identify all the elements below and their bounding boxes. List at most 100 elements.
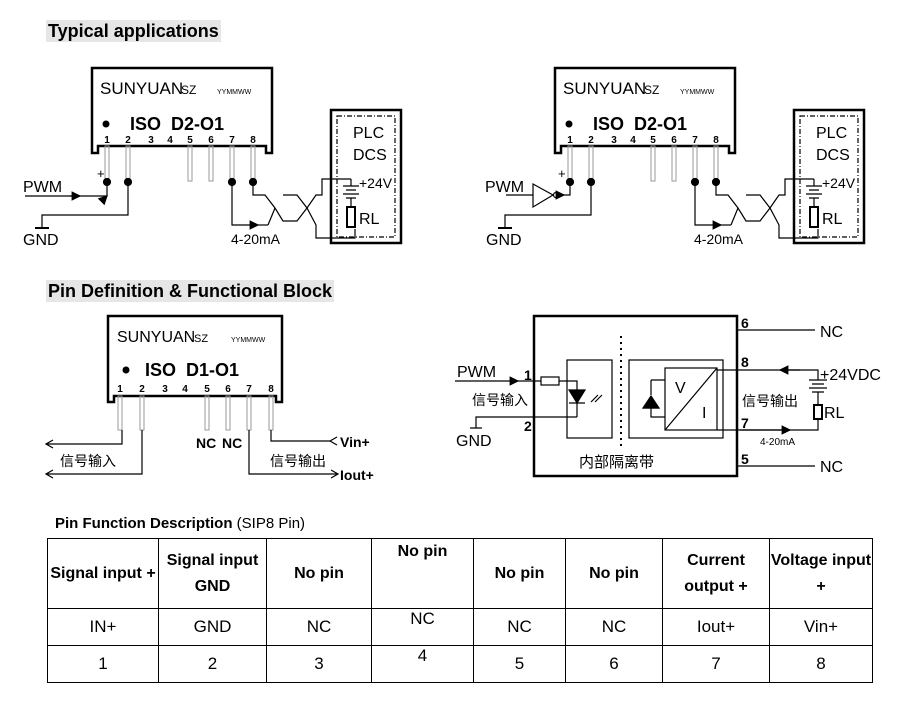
header-cell: No pin: [565, 538, 663, 609]
nc-label: NC: [820, 324, 843, 341]
pin-number: 6: [225, 384, 231, 395]
date-code: YYMMWW: [217, 89, 252, 96]
gnd-label: GND: [23, 232, 59, 249]
pin-number: 3: [148, 135, 154, 146]
pwm-label: PWM: [485, 179, 524, 196]
current-label: 4-20mA: [694, 231, 744, 247]
pin-number: 5: [650, 135, 656, 146]
pin-function-table: Signal input + Signal input GND No pin N…: [47, 538, 873, 683]
pin-number: 8: [268, 384, 274, 395]
pwm-label: PWM: [457, 364, 496, 381]
pin-number: 5: [187, 135, 193, 146]
v24-label: +24V: [822, 175, 856, 191]
iout-label: Iout+: [340, 467, 374, 483]
rl-label: RL: [824, 405, 845, 422]
plus-label: +: [97, 166, 105, 181]
table-caption: Pin Function Description (SIP8 Pin): [55, 515, 305, 532]
pin-number: 1: [104, 135, 110, 146]
brand-suffix: SZ: [644, 83, 659, 97]
pin-number: 2: [125, 135, 131, 146]
pin-definition-diagram: [44, 314, 340, 479]
pin-number: 2: [139, 384, 145, 395]
v-label: V: [675, 380, 686, 397]
current-label: 4-20mA: [231, 231, 281, 247]
pin-number: 4: [167, 135, 173, 146]
pin-number: 7: [692, 135, 698, 146]
table-cell: NC: [266, 608, 372, 646]
nc-label: NC: [196, 435, 216, 451]
pin-number: 7: [246, 384, 252, 395]
header-cell: Current output +: [662, 538, 770, 609]
table-cell: 1: [47, 645, 159, 683]
pin-number: 1: [524, 367, 532, 383]
model-label: ISO D2-O1: [593, 114, 687, 134]
nc-label: NC: [222, 435, 242, 451]
table-row-pin: 1 2 3 4 5 6 7 8: [47, 645, 873, 683]
pin-number: 2: [588, 135, 594, 146]
i-label: I: [702, 405, 706, 422]
module-body: [553, 66, 737, 155]
caption-subtitle: (SIP8 Pin): [232, 515, 306, 532]
rl-label: RL: [822, 211, 843, 228]
plc-label: PLC: [816, 125, 847, 142]
header-cell: No pin: [473, 538, 566, 609]
table-cell: 8: [769, 645, 873, 683]
pin-number: 6: [671, 135, 677, 146]
brand-suffix: SZ: [194, 333, 208, 345]
table-cell: Iout+: [662, 608, 770, 646]
plc-label: PLC: [353, 125, 384, 142]
table-cell: 5: [473, 645, 566, 683]
date-code: YYMMWW: [231, 337, 266, 344]
signal-input-label: 信号输入: [472, 392, 528, 408]
date-code: YYMMWW: [680, 89, 715, 96]
pin-number: 6: [741, 315, 749, 331]
pin-number: 4: [630, 135, 636, 146]
v24dc-label: +24VDC: [820, 367, 881, 384]
table-cell: Vin+: [769, 608, 873, 646]
dcs-label: DCS: [353, 147, 387, 164]
plus-label: +: [558, 166, 566, 181]
table-cell: 4: [371, 645, 474, 683]
header-cell: Voltage input +: [769, 538, 873, 609]
table-cell: NC: [371, 608, 474, 646]
functional-block-diagram: [455, 314, 827, 478]
pin-number: 1: [567, 135, 573, 146]
signal-output-label: 信号输出: [742, 393, 798, 409]
table-row-function: IN+ GND NC NC NC NC Iout+ Vin+: [47, 608, 873, 646]
pin-number: 8: [741, 354, 749, 370]
section-pin-definition: Pin Definition & Functional Block: [46, 280, 335, 302]
brand-label: SUNYUAN: [117, 329, 195, 346]
pin-number: 7: [229, 135, 235, 146]
v24-label: +24V: [359, 175, 393, 191]
nc-label: NC: [820, 459, 843, 476]
isolation-label: 内部隔离带: [579, 454, 654, 471]
pin-number: 7: [741, 415, 749, 431]
pin-number: 8: [250, 135, 256, 146]
current-label: 4-20mA: [760, 437, 795, 448]
table-cell: IN+: [47, 608, 159, 646]
inverter-icon: [532, 182, 555, 209]
diagrams: SUNYUAN SZ YYMMWW ISO D2-O1 1 2 3 4 5 6 …: [23, 66, 881, 483]
table-cell: 2: [158, 645, 267, 683]
diode-icon: [641, 394, 661, 409]
module-body: [90, 66, 274, 155]
brand-label: SUNYUAN: [563, 79, 646, 98]
gnd-label: GND: [456, 433, 492, 450]
signal-input-label: 信号输入: [60, 453, 116, 469]
pin-number: 8: [713, 135, 719, 146]
header-cell: No pin: [371, 538, 474, 609]
table-cell: NC: [565, 608, 663, 646]
rl-label: RL: [359, 211, 380, 228]
caption-title: Pin Function Description: [55, 515, 233, 532]
pin-number: 6: [208, 135, 214, 146]
header-cell: Signal input GND: [158, 538, 267, 609]
model-label: ISO D1-O1: [145, 360, 239, 380]
section-typical-applications: Typical applications: [46, 20, 221, 42]
pin-number: 4: [182, 384, 188, 395]
application-diagram-2: [498, 66, 866, 245]
model-label: ISO D2-O1: [130, 114, 224, 134]
table-cell: 7: [662, 645, 770, 683]
pin-number: 3: [611, 135, 617, 146]
pin-number: 5: [741, 451, 749, 467]
